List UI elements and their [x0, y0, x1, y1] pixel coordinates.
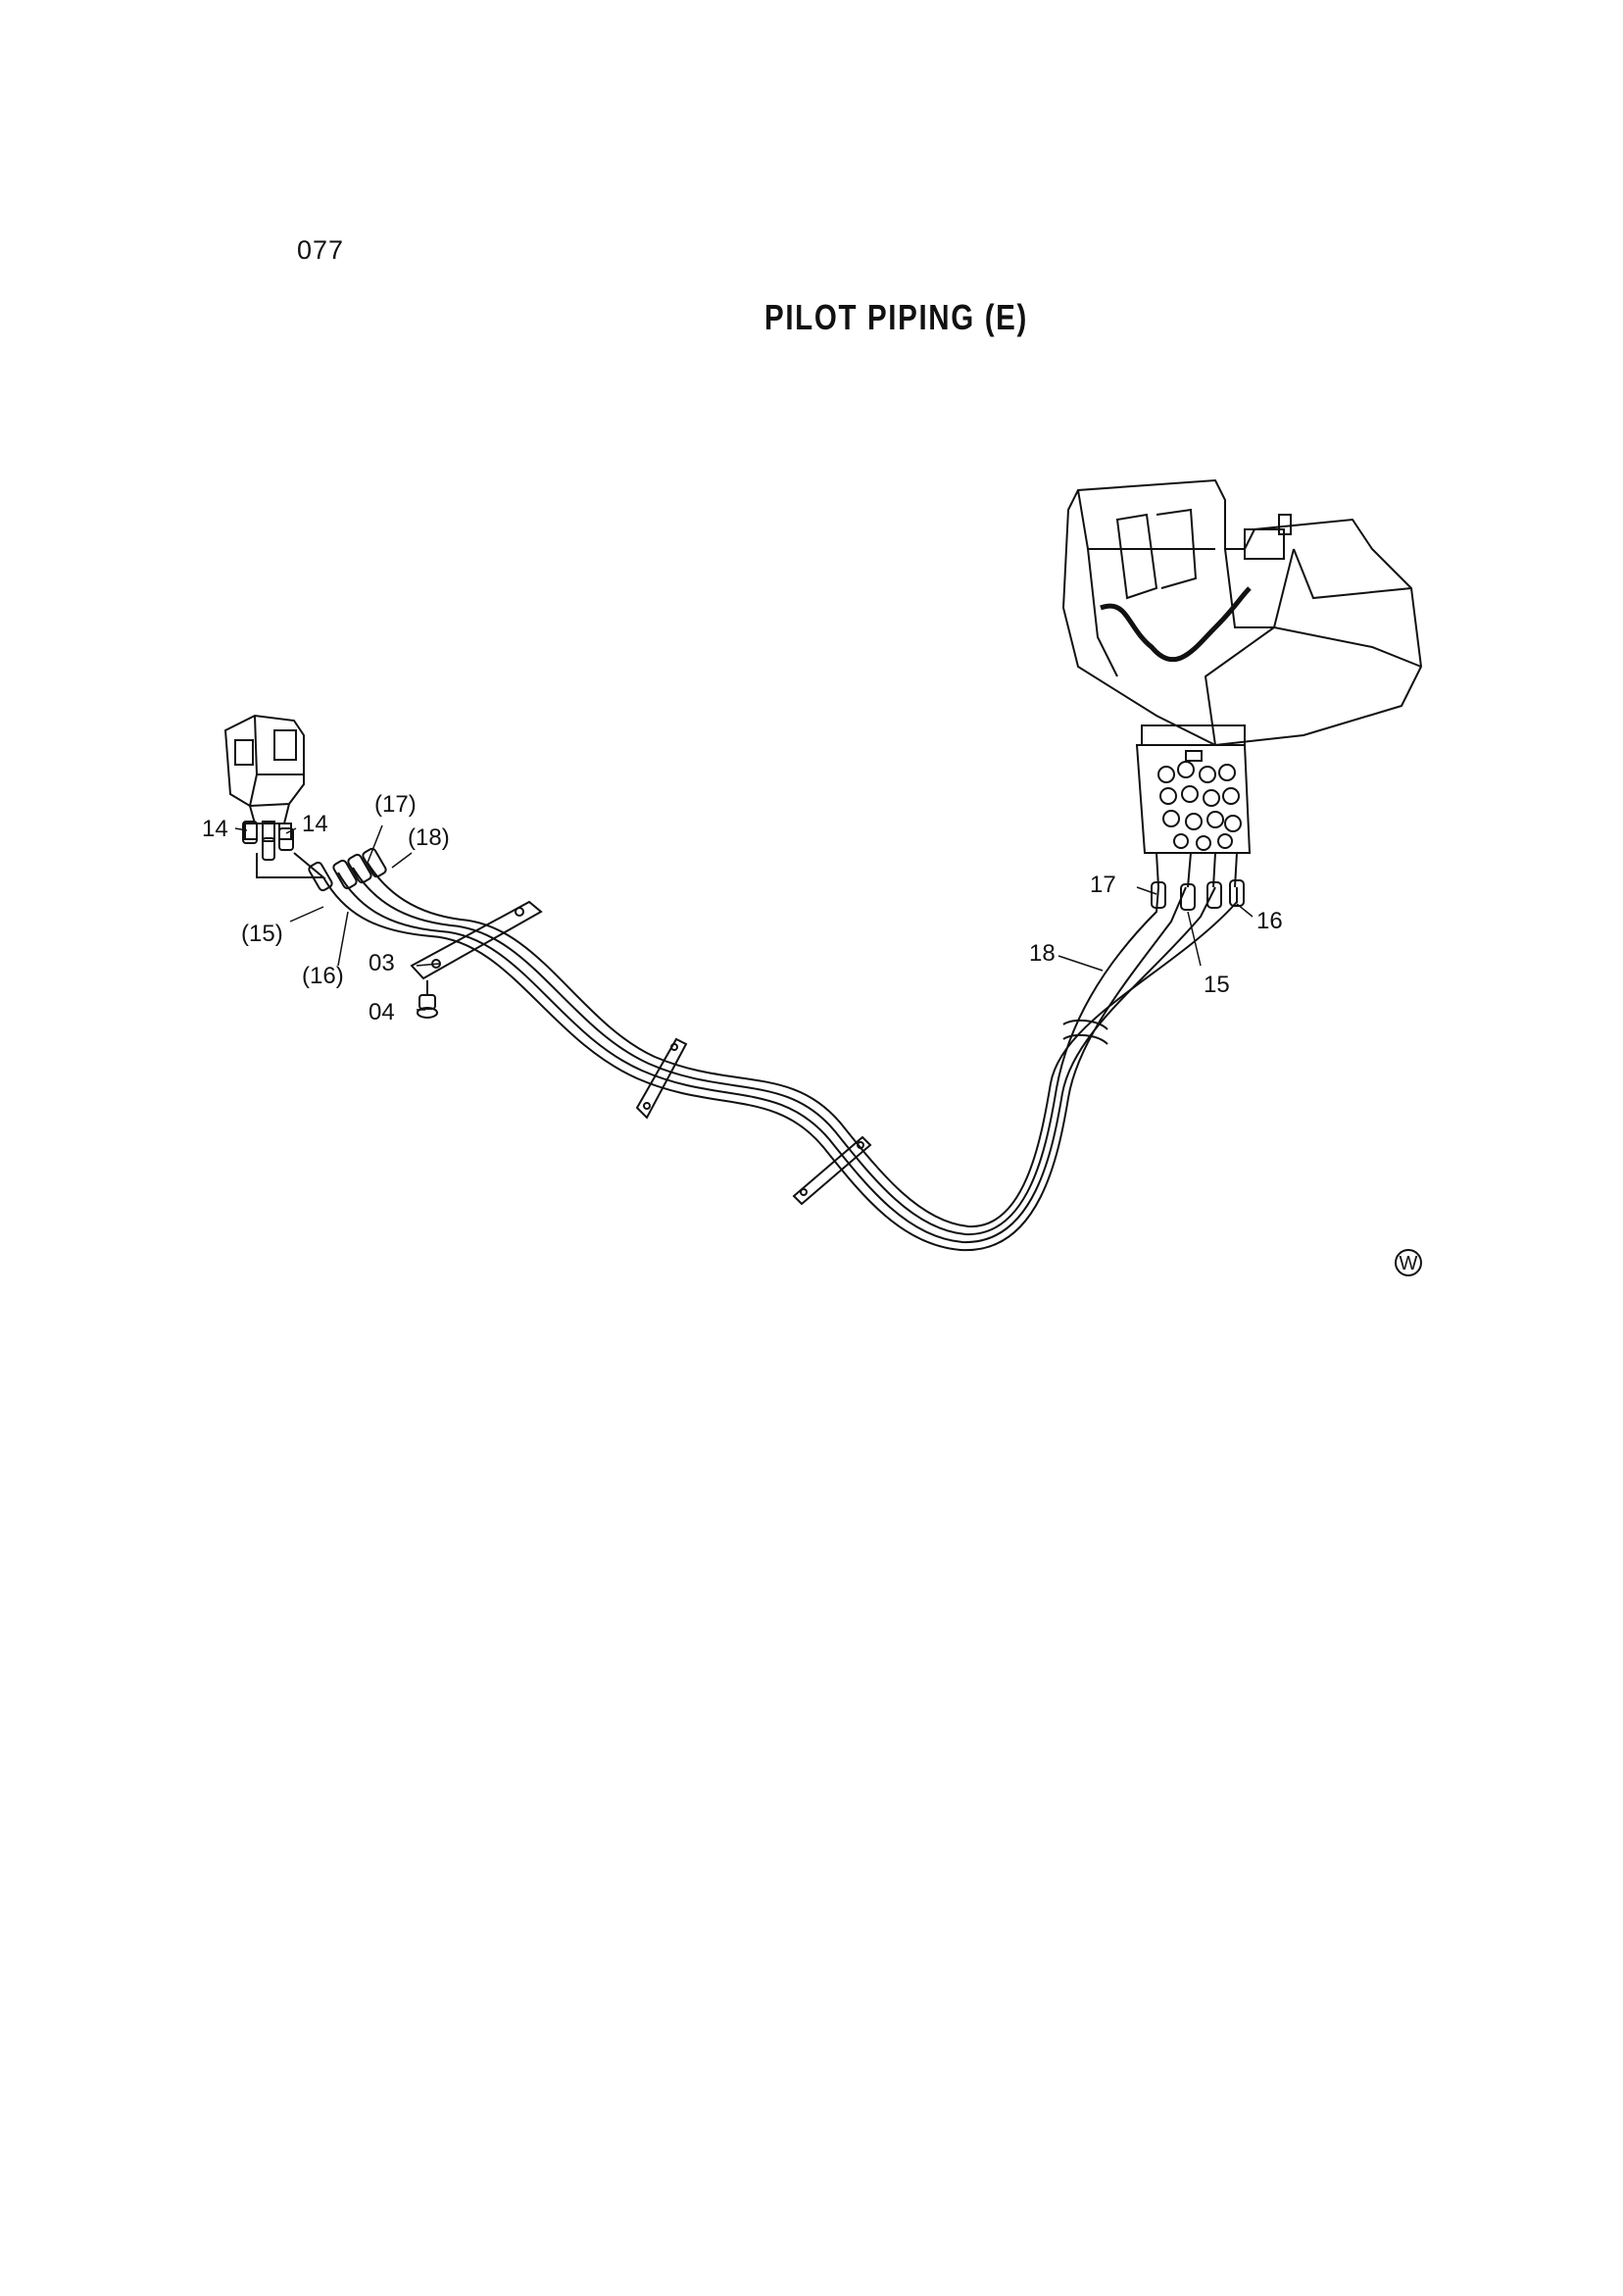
hose-16 — [337, 872, 1216, 1244]
corner-mark: W — [1395, 1249, 1422, 1276]
hose-17 — [352, 867, 1159, 1236]
callout-16-left: (16) — [302, 963, 344, 989]
machine-overview-illustration — [1061, 478, 1423, 747]
callout-14-left: 14 — [202, 816, 228, 842]
callout-17-left: (17) — [374, 791, 417, 818]
pilot-valve-illustration — [223, 714, 305, 842]
leader-lines — [234, 824, 1254, 1011]
hose-clamp-mid-right — [792, 1135, 872, 1206]
hose-18 — [367, 862, 1238, 1228]
hose-15 — [322, 876, 1187, 1252]
callout-18-left: (18) — [408, 824, 450, 851]
callout-14-right: 14 — [302, 811, 328, 837]
callout-15-left: (15) — [241, 921, 283, 947]
hose-end-fittings-right — [1151, 879, 1245, 911]
callout-03: 03 — [369, 950, 395, 976]
hose-clamp-right — [1062, 1019, 1108, 1045]
bolt-04-icon — [417, 980, 438, 1019]
callout-16-right: 16 — [1256, 908, 1283, 934]
page-number: 077 — [297, 235, 345, 265]
callout-17-right: 17 — [1090, 872, 1116, 898]
callout-15-right: 15 — [1204, 972, 1230, 998]
hose-end-fittings-left — [308, 847, 387, 892]
page-title: PILOT PIPING (E) — [764, 297, 1028, 337]
hose-clamp-mid-left — [635, 1037, 688, 1120]
fitting-14-left-icon — [242, 821, 326, 878]
control-valve-illustration — [1135, 724, 1252, 888]
corner-mark-letter: W — [1400, 1253, 1418, 1274]
callout-18-right: 18 — [1029, 940, 1056, 967]
callout-04: 04 — [369, 999, 395, 1025]
